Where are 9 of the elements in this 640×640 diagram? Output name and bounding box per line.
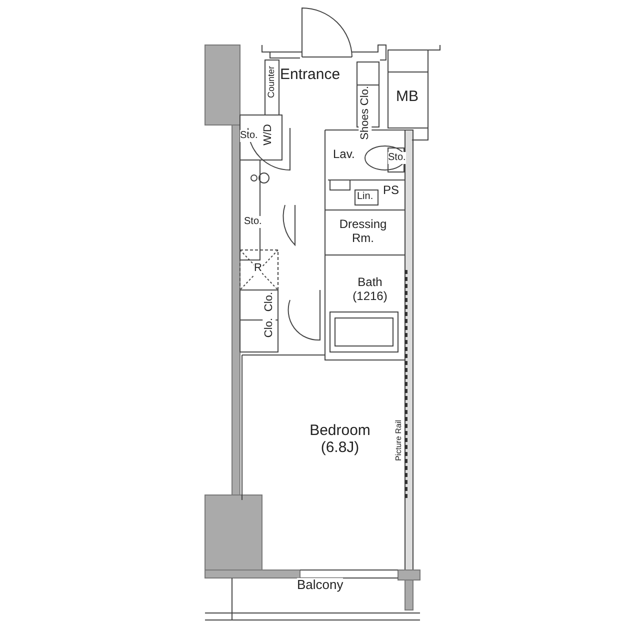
annotation-label: Picture Rail [394,420,404,461]
room-label: Sto. [388,152,406,164]
fixture-label: Counter [266,66,276,98]
room-label: Shoes Clo. [359,86,372,140]
room-label: Sto. [244,216,262,228]
room-label: Clo. [263,318,276,338]
room-label: R [254,262,262,275]
room-label: Sto. [240,130,258,142]
room-label: Balcony [297,578,344,593]
